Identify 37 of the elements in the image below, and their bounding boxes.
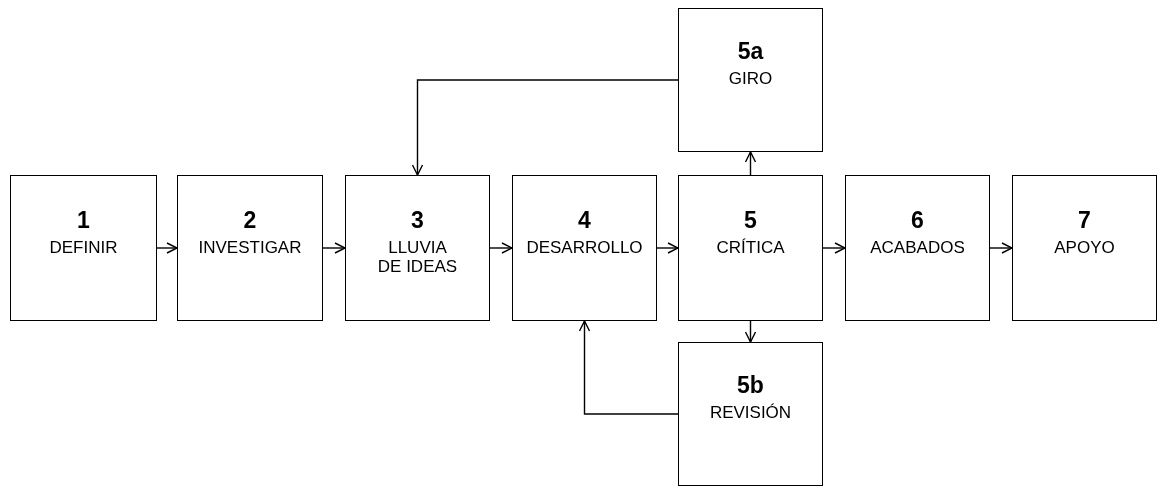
arrow xyxy=(489,242,513,254)
process-box xyxy=(678,8,823,152)
process-box xyxy=(845,175,990,321)
process-box xyxy=(177,175,323,321)
step-number: 5b xyxy=(737,371,764,399)
step-number: 3 xyxy=(411,206,424,234)
arrow xyxy=(411,79,679,176)
arrow xyxy=(322,242,346,254)
arrow xyxy=(744,151,757,176)
arrow xyxy=(989,242,1013,254)
arrow xyxy=(822,242,846,254)
step-number: 2 xyxy=(243,206,257,234)
step-number: 6 xyxy=(911,206,924,234)
process-box xyxy=(512,175,657,321)
arrow xyxy=(578,320,679,415)
arrow xyxy=(744,320,757,343)
step-number: 7 xyxy=(1078,206,1091,234)
step-label: GIRO xyxy=(728,69,773,88)
process-box xyxy=(678,342,823,486)
process-box xyxy=(10,175,157,321)
step-label: CRÍTICA xyxy=(716,238,785,257)
step-number: 5 xyxy=(744,206,757,234)
process-box xyxy=(1012,175,1157,321)
step-number: 1 xyxy=(77,206,90,234)
process-box xyxy=(345,175,490,321)
step-label: DESARROLLO xyxy=(526,238,643,257)
step-label: INVESTIGAR xyxy=(198,238,302,257)
arrow xyxy=(156,242,178,254)
process-box xyxy=(678,175,823,321)
step-label: REVISIÓN xyxy=(709,403,792,422)
step-label: ACABADOS xyxy=(870,238,965,257)
step-number: 4 xyxy=(578,206,591,234)
arrow xyxy=(656,242,679,254)
step-number: 5a xyxy=(737,37,764,65)
step-label: APOYO xyxy=(1054,238,1115,257)
step-label: LLUVIA DE IDEAS xyxy=(377,238,458,276)
step-label: DEFINIR xyxy=(49,238,118,257)
